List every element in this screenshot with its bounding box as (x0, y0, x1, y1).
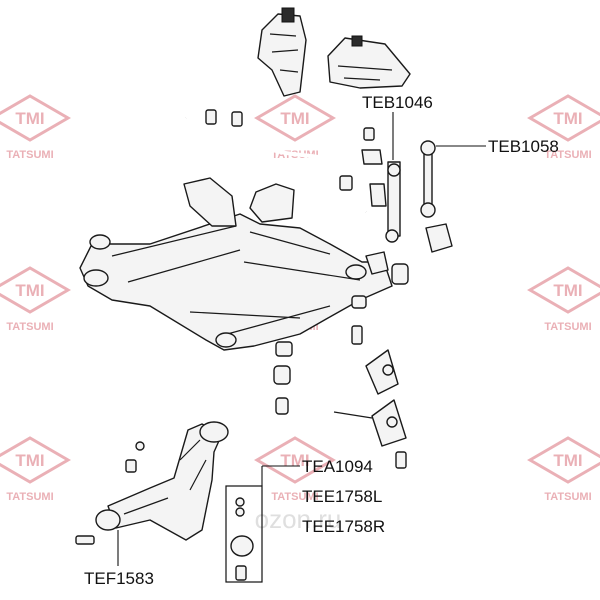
label-tee1758r: TEE1758R (302, 517, 385, 536)
watermark-brand-text: TATSUMI (6, 491, 53, 503)
bushing (351, 295, 367, 309)
watermark-layer: TMI TATSUMI TMI TATSUMI TMI TATSUMI TMI … (0, 94, 600, 534)
stabilizer-bushing (231, 111, 243, 127)
label-tee1758l: TEE1758L (302, 487, 382, 506)
ball-joint-icon (230, 535, 254, 557)
watermark-logo: TMI TATSUMI (254, 436, 336, 503)
watermark-brand-text: TATSUMI (6, 321, 53, 333)
engine-mount-bracket-lower (333, 399, 407, 469)
bushing (275, 341, 293, 357)
stabilizer-bar (185, 109, 368, 214)
watermark-logo-text: TMI (15, 281, 44, 300)
watermark-brand-text: TATSUMI (271, 491, 318, 503)
bushing (273, 365, 291, 385)
top-bracket-right (327, 35, 411, 89)
watermark-brand-text: TATSUMI (544, 321, 591, 333)
watermark-logo: TMI TATSUMI (254, 94, 336, 161)
arm-front-bushing-tef1583 (95, 509, 121, 531)
watermark-logo: TMI TATSUMI (0, 94, 71, 161)
watermark-logo: TMI TATSUMI (0, 266, 71, 333)
subframe-tower-left (183, 177, 237, 227)
label-teb1058: TEB1058 (488, 137, 559, 156)
watermark-logo-text: TMI (15, 109, 44, 128)
subframe-tower-center (249, 183, 295, 223)
teb1058-part (420, 140, 453, 253)
watermark-brand-text: TATSUMI (544, 149, 591, 161)
lower-control-arm (75, 421, 229, 545)
teb1046-part (361, 127, 401, 243)
ball-joint-set (225, 485, 263, 583)
bolt (75, 535, 95, 545)
stabilizer-bushing (339, 175, 353, 191)
arm-rear-bushing (199, 421, 229, 443)
watermark-brand-text: TATSUMI (6, 149, 53, 161)
watermark-brand-text: TATSUMI (544, 491, 591, 503)
bolt (351, 325, 363, 345)
ozon-watermark: ozon.ru (255, 504, 342, 534)
label-teb1046: TEB1046 (362, 93, 433, 112)
subframe-bushings (273, 263, 409, 415)
stabilizer-bushing (205, 109, 217, 125)
watermark-logo-text: TMI (280, 451, 309, 470)
engine-mount-bracket-upper (365, 349, 399, 395)
bolt (395, 451, 407, 469)
top-bracket-left (257, 7, 307, 97)
bushing (391, 263, 409, 285)
front-subframe (79, 177, 393, 351)
watermark-logo-text: TMI (553, 281, 582, 300)
label-tea1094: TEA1094 (302, 457, 373, 476)
watermark-logo-text: TMI (280, 109, 309, 128)
watermark-logo-text: TMI (553, 451, 582, 470)
watermark-logo-text: TMI (15, 451, 44, 470)
watermark-logo: TMI TATSUMI (527, 266, 600, 333)
watermark-logo: TMI TATSUMI (0, 436, 71, 503)
watermark-logo: TMI TATSUMI (527, 94, 600, 161)
ball-joint-frame (225, 485, 263, 583)
bolt (275, 397, 289, 415)
watermark-logo: TMI TATSUMI (527, 436, 600, 503)
label-tef1583: TEF1583 (84, 569, 154, 588)
bolt (125, 459, 137, 473)
watermark-logo-text: TMI (553, 109, 582, 128)
